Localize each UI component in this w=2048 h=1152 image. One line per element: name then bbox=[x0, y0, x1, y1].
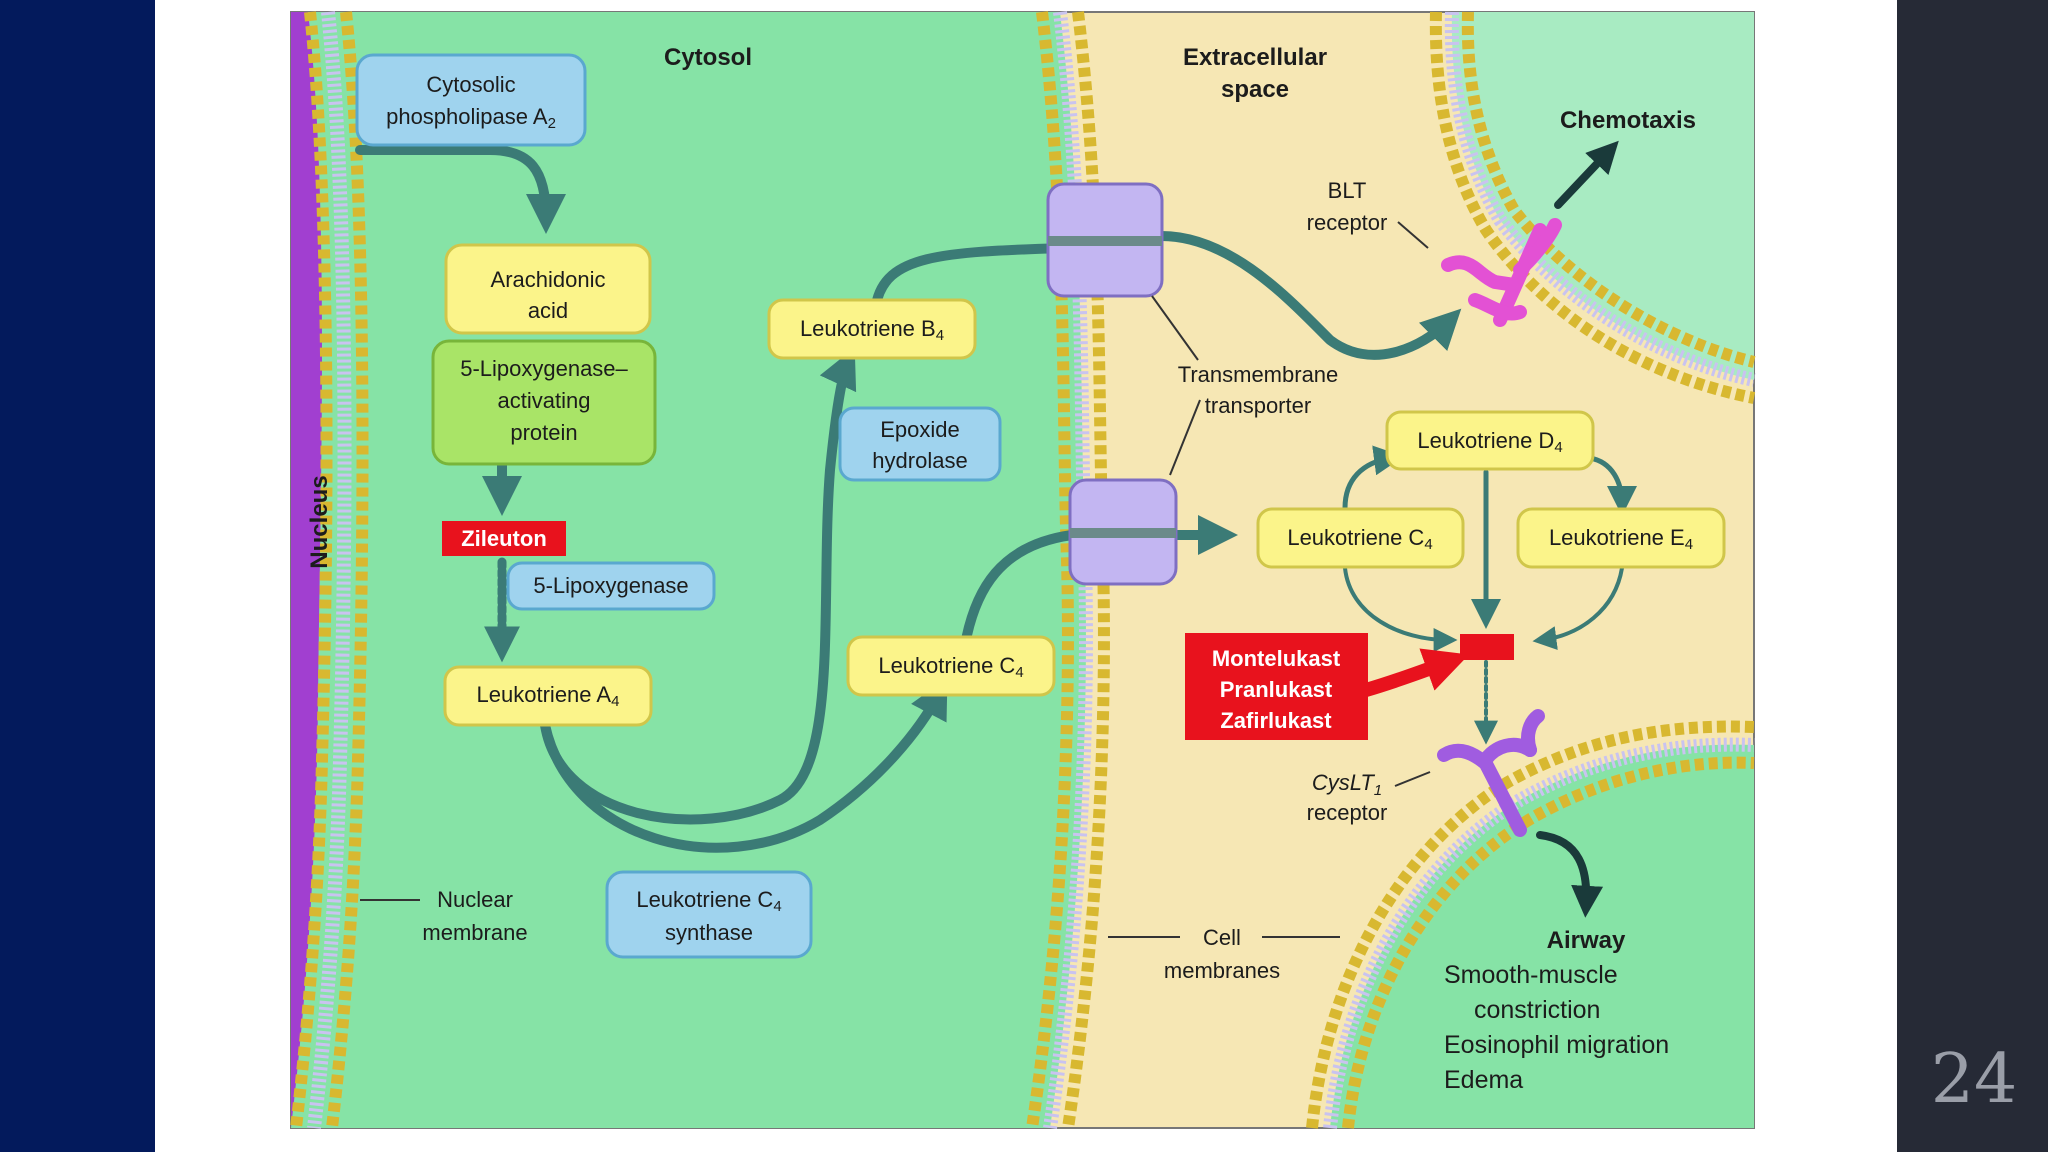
ltc4-cytosol-label: Leukotriene C4 bbox=[878, 653, 1023, 681]
cpla2-line2: phospholipase A2 bbox=[386, 104, 556, 132]
ltb4-label: Leukotriene B4 bbox=[800, 316, 944, 344]
arrow-antagonist-block bbox=[1364, 648, 1470, 697]
airway-effect-2: constriction bbox=[1474, 996, 1600, 1024]
cpla2-box: Cytosolic phospholipase A2 bbox=[355, 53, 587, 147]
arrow-cyslt-to-airway bbox=[1536, 831, 1604, 918]
ltc4-synthase-box: Leukotriene C4 synthase bbox=[605, 870, 813, 959]
cyslt-receptor-line1: CysLT1 bbox=[1312, 770, 1382, 799]
cytosol-label: Cytosol bbox=[664, 44, 752, 71]
cell-membranes-line1: Cell bbox=[1203, 925, 1241, 950]
zileuton-label: Zileuton bbox=[461, 526, 547, 551]
arrow-ltc4-to-target bbox=[1343, 566, 1458, 652]
zileuton-box: Zileuton bbox=[442, 521, 566, 556]
ltc4-cytosol-box: Leukotriene C4 bbox=[846, 635, 1056, 697]
airway-effect-1: Smooth-muscle bbox=[1444, 961, 1618, 989]
lta4-box: Leukotriene A4 bbox=[443, 665, 653, 727]
blt-receptor-line2: receptor bbox=[1307, 210, 1388, 235]
flap-box: 5-Lipoxygenase– activating protein bbox=[431, 339, 657, 466]
page-number: 24 bbox=[1930, 1040, 2018, 1119]
airway-cell-region bbox=[1330, 744, 1754, 1128]
ltd4-label: Leukotriene D4 bbox=[1417, 428, 1562, 456]
nuclear-membrane-line2: membrane bbox=[422, 920, 527, 945]
cell-membrane-upper bbox=[1429, 11, 1756, 404]
arrow-ltc4-to-transporter bbox=[960, 530, 1077, 650]
epoxide-line1: Epoxide bbox=[880, 417, 960, 442]
flap-line2: activating bbox=[498, 388, 591, 413]
lipoxygenase5-label: 5-Lipoxygenase bbox=[533, 573, 688, 598]
arrow-lte4-to-target bbox=[1532, 566, 1624, 651]
airway-effect-3: Eosinophil migration bbox=[1444, 1031, 1669, 1059]
ltc4-extracellular-box: Leukotriene C4 bbox=[1256, 507, 1465, 569]
airway-effect-4: Edema bbox=[1444, 1066, 1523, 1094]
nucleus-label: Nucleus bbox=[306, 475, 333, 568]
upper-cell-region bbox=[1451, 12, 1754, 380]
epoxide-hydrolase-box: Epoxide hydrolase bbox=[838, 406, 1002, 482]
cyslt-receptor-line2: receptor bbox=[1307, 800, 1388, 825]
arachidonic-line2: acid bbox=[528, 298, 568, 323]
lta4-label: Leukotriene A4 bbox=[477, 682, 620, 710]
pranlukast-label: Pranlukast bbox=[1220, 677, 1333, 702]
transmembrane-transporter-bottom bbox=[1068, 478, 1178, 586]
arrow-transporter-to-blt bbox=[1155, 230, 1462, 360]
flap-line1: 5-Lipoxygenase– bbox=[460, 356, 628, 381]
zafirlukast-label: Zafirlukast bbox=[1220, 708, 1332, 733]
extracellular-label-line1: Extracellular bbox=[1183, 44, 1327, 71]
cpla2-line1: Cytosolic bbox=[426, 72, 515, 97]
ltb4-box: Leukotriene B4 bbox=[767, 298, 977, 360]
pathway-arrows bbox=[355, 140, 1637, 918]
antagonists-box: Montelukast Pranlukast Zafirlukast bbox=[1185, 633, 1368, 740]
arrow-chemotaxis bbox=[1554, 140, 1619, 209]
arrow-ltb4-to-transporter bbox=[871, 243, 1069, 310]
arrow-cpla2-to-arachidonic bbox=[355, 145, 566, 234]
nuclear-membrane bbox=[290, 11, 369, 1129]
ltc4-extracellular-label: Leukotriene C4 bbox=[1287, 525, 1432, 553]
slide-right-band bbox=[1897, 0, 2048, 1152]
epoxide-line2: hydrolase bbox=[872, 448, 967, 473]
arrow-lta4-to-ltc4 bbox=[540, 677, 948, 853]
blt-receptor-icon bbox=[1441, 218, 1562, 327]
lipoxygenase5-box: 5-Lipoxygenase bbox=[506, 561, 716, 611]
ltc4-synthase-line2: synthase bbox=[665, 920, 753, 945]
leader-lines bbox=[360, 221, 1431, 938]
arrow-lta4-to-ltb4 bbox=[540, 347, 857, 825]
lte4-box: Leukotriene E4 bbox=[1516, 507, 1726, 569]
arrow-ltc4-to-ltd4 bbox=[1342, 445, 1404, 511]
extracellular-label-line2: space bbox=[1221, 76, 1289, 103]
cyslt-target-block bbox=[1460, 634, 1514, 660]
chemotaxis-label: Chemotaxis bbox=[1560, 107, 1696, 134]
lte4-label: Leukotriene E4 bbox=[1549, 525, 1693, 553]
cyslt1-receptor-icon bbox=[1437, 709, 1545, 837]
flap-line3: protein bbox=[510, 420, 577, 445]
ltc4-synthase-line1: Leukotriene C4 bbox=[636, 887, 781, 915]
arachidonic-acid-box: Arachidonic acid bbox=[444, 243, 652, 335]
transmembrane-transporter-top bbox=[1046, 182, 1164, 298]
transporter-line1: Transmembrane bbox=[1178, 362, 1339, 387]
montelukast-label: Montelukast bbox=[1212, 646, 1341, 671]
blt-receptor-line1: BLT bbox=[1328, 178, 1367, 203]
ltd4-box: Leukotriene D4 bbox=[1385, 410, 1595, 471]
arachidonic-line1: Arachidonic bbox=[491, 267, 606, 292]
nucleus-region bbox=[291, 12, 322, 1128]
nuclear-membrane-line1: Nuclear bbox=[437, 887, 513, 912]
slide-left-band bbox=[0, 0, 155, 1152]
airway-title: Airway bbox=[1547, 927, 1626, 954]
transporter-line2: transporter bbox=[1205, 393, 1311, 418]
cell-membranes-line2: membranes bbox=[1164, 958, 1280, 983]
arrow-ltd4-to-lte4 bbox=[1587, 455, 1637, 516]
